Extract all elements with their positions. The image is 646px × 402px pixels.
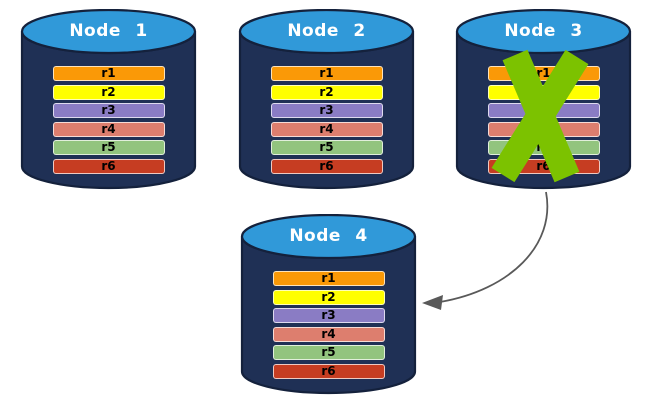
replica-bar-r4: r4 <box>272 326 385 342</box>
replica-list: r1 r2 r3 r4 r5 r6 <box>52 66 165 177</box>
replica-bar-r1: r1 <box>272 271 385 286</box>
node-1: Node 1 r1 r2 r3 r4 r5 r6 <box>20 9 197 191</box>
replica-bar-r6: r6 <box>272 363 385 379</box>
replica-bar-r6: r6 <box>52 158 165 174</box>
replica-bar-r2: r2 <box>52 84 165 100</box>
node-4: Node 4 r1 r2 r3 r4 r5 r6 <box>240 214 417 396</box>
node-title: Node 4 <box>289 226 368 246</box>
node-title: Node 1 <box>69 21 148 41</box>
replica-bar-r2: r2 <box>270 84 383 100</box>
replica-bar-r1: r1 <box>270 66 383 81</box>
replica-list: r1 r2 r3 r4 r5 r6 <box>272 271 385 382</box>
replica-bar-r1: r1 <box>52 66 165 81</box>
replica-bar-r4: r4 <box>270 121 383 137</box>
replica-bar-r5: r5 <box>52 140 165 155</box>
node-title: Node 2 <box>287 21 366 41</box>
replica-bar-r5: r5 <box>270 140 383 155</box>
node-3: Node 3 r1 r2 r3 r4 r5 r6 <box>455 9 632 191</box>
node-2: Node 2 r1 r2 r3 r4 r5 r6 <box>238 9 415 191</box>
node-title: Node 3 <box>504 21 583 41</box>
replica-bar-r5: r5 <box>272 345 385 360</box>
failure-x-icon <box>491 49 589 183</box>
replica-bar-r3: r3 <box>270 103 383 118</box>
replica-bar-r4: r4 <box>52 121 165 137</box>
replica-bar-r3: r3 <box>272 308 385 323</box>
replica-bar-r2: r2 <box>272 289 385 305</box>
replica-bar-r6: r6 <box>270 158 383 174</box>
replica-list: r1 r2 r3 r4 r5 r6 <box>270 66 383 177</box>
replica-bar-r3: r3 <box>52 103 165 118</box>
